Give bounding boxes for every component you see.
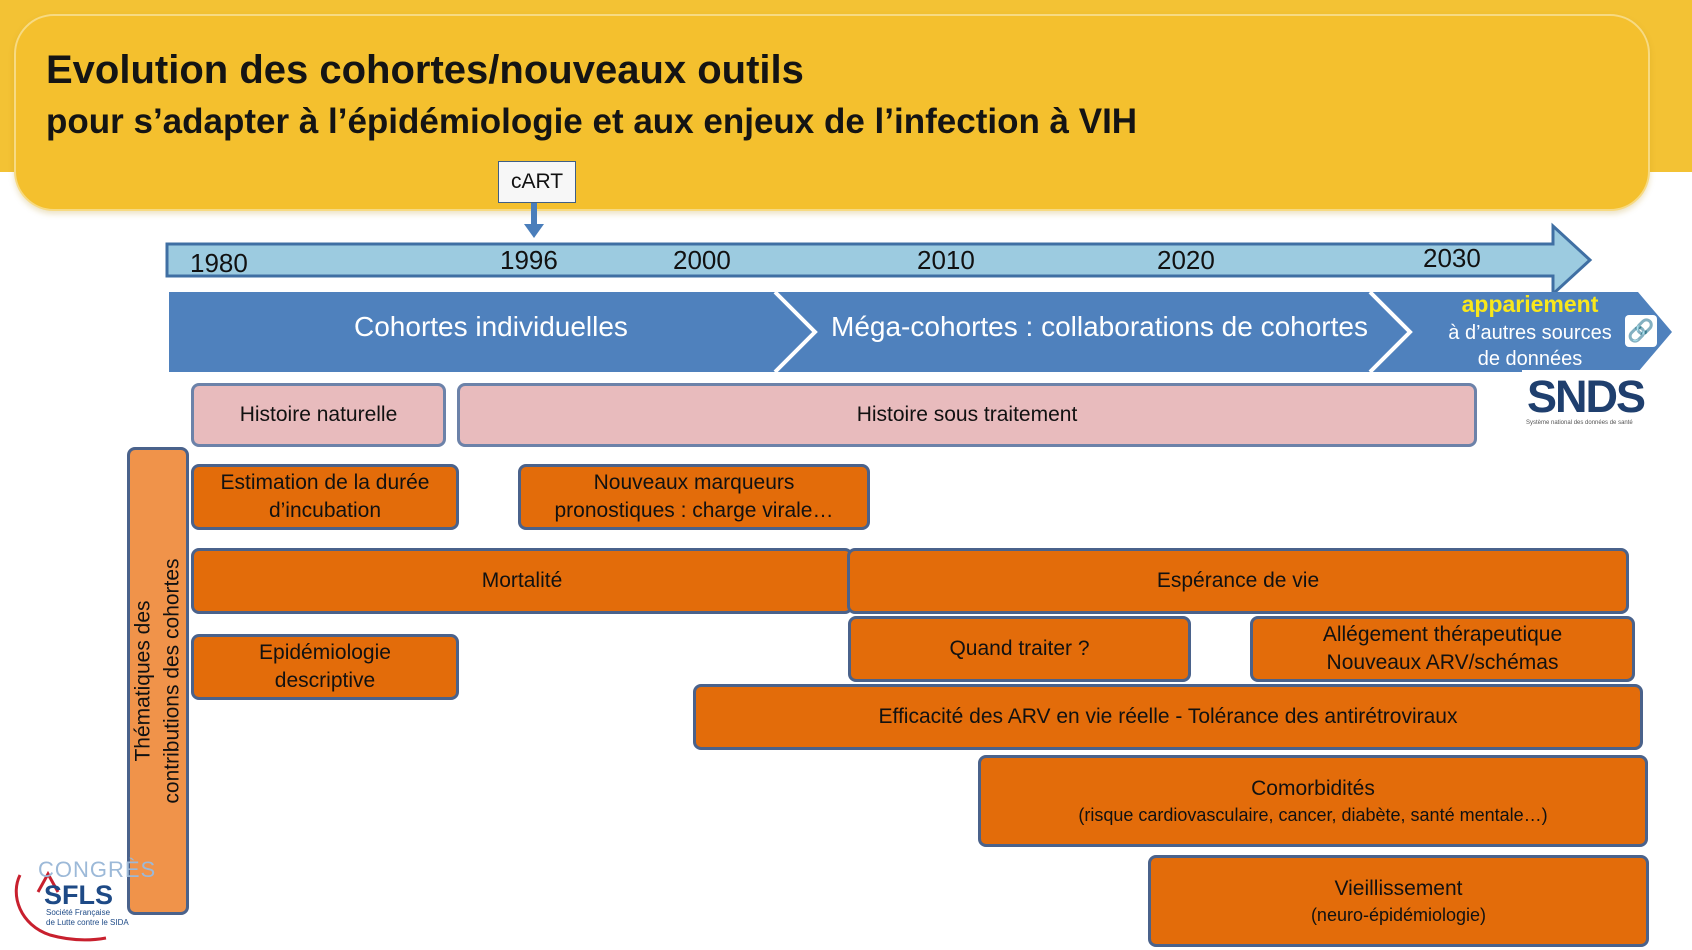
appariement-highlight: appariement <box>1461 291 1599 317</box>
year-2030: 2030 <box>1423 243 1481 273</box>
box-allegement-therapeutique: Allégement thérapeutique Nouveaux ARV/sc… <box>1250 616 1635 682</box>
box-quand-traiter-label: Quand traiter ? <box>949 636 1090 660</box>
year-2000: 2000 <box>673 245 731 275</box>
snds-logo-caption: Système national des données de santé <box>1526 420 1633 426</box>
phase-2-chevron <box>775 292 1410 372</box>
logo-sfls-subtitle: Société Française de Lutte contre le SID… <box>46 908 129 927</box>
link-icon: 🔗 <box>1625 315 1657 347</box>
box-esperance-de-vie: Espérance de vie <box>847 548 1629 614</box>
box-efficacite-label: Efficacité des ARV en vie réelle - Tolér… <box>878 704 1458 728</box>
box-esperance-label: Espérance de vie <box>1156 568 1320 592</box>
year-2010: 2010 <box>917 245 975 275</box>
box-efficacite-arv: Efficacité des ARV en vie réelle - Tolér… <box>693 684 1643 750</box>
timeline-arrow <box>165 222 1593 298</box>
ribbon-icon <box>14 874 107 942</box>
phase-3-line3: de données <box>1477 347 1583 370</box>
year-1980: 1980 <box>190 248 248 278</box>
box-mortalite-label: Mortalité <box>481 568 563 592</box>
box-vieillissement-title: Vieillissement <box>1334 876 1463 900</box>
box-estimation-line2: d’incubation <box>268 499 382 522</box>
header-panel <box>14 14 1650 211</box>
box-comorbidites-title: Comorbidités <box>1251 776 1375 800</box>
box-estimation-incubation: Estimation de la durée d’incubation <box>191 464 459 530</box>
box-vieillissement: Vieillissement (neuro-épidémiologie) <box>1148 855 1649 947</box>
box-vieillissement-sub: (neuro-épidémiologie) <box>1310 905 1487 926</box>
logo-congres-text: CONGRÈS <box>38 857 157 882</box>
box-marqueurs-line1: Nouveaux marqueurs <box>593 470 795 494</box>
box-epidemiologie-descriptive: Epidémiologie descriptive <box>191 634 459 700</box>
phase-3-line2: à d’autres sources <box>1448 321 1612 344</box>
phase-2-label: Méga-cohortes : collaborations de cohort… <box>831 311 1368 342</box>
snds-logo <box>1522 370 1642 430</box>
logo-sub-line1: Société Française <box>46 908 111 917</box>
logo-sub-line2: de Lutte contre le SIDA <box>46 917 129 927</box>
box-comorbidites: Comorbidités (risque cardiovasculaire, c… <box>978 755 1648 847</box>
box-histoire-traitement: Histoire sous traitement <box>457 383 1477 447</box>
phase-3-label: appariement à d’autres sources de donnée… <box>1430 290 1630 372</box>
phase-1-label: Cohortes individuelles <box>354 311 628 342</box>
page-subtitle: pour s’adapter à l’épidémiologie et aux … <box>46 102 1138 141</box>
page-title: Evolution des cohortes/nouveaux outils <box>46 48 804 92</box>
logo-sfls-text: SFLS <box>44 880 114 910</box>
box-epidemio-line2: descriptive <box>274 669 376 692</box>
themes-side-label-line1: Thématiques des <box>131 600 155 762</box>
box-marqueurs-line2: pronostiques : charge virale… <box>554 499 834 522</box>
cart-label: cART <box>498 161 576 203</box>
year-2020: 2020 <box>1157 245 1215 275</box>
box-comorbidites-sub: (risque cardiovasculaire, cancer, diabèt… <box>1078 805 1548 826</box>
box-estimation-line1: Estimation de la durée <box>220 470 430 494</box>
themes-side-box <box>127 447 189 915</box>
box-epidemio-line1: Epidémiologie <box>259 640 391 664</box>
snds-logo-text: SNDS <box>1527 371 1646 422</box>
box-histoire-naturelle: Histoire naturelle <box>191 383 446 447</box>
box-allegement-line2: Nouveaux ARV/schémas <box>1326 651 1559 674</box>
box-mortalite: Mortalité <box>191 548 853 614</box>
phase-3-chevron <box>1370 292 1672 372</box>
box-nouveaux-marqueurs: Nouveaux marqueurs pronostiques : charge… <box>518 464 870 530</box>
box-quand-traiter: Quand traiter ? <box>848 616 1191 682</box>
themes-side-label-line2: contributions des cohortes <box>161 558 184 804</box>
year-1996: 1996 <box>500 245 558 275</box>
themes-side-label: Thématiques des contributions des cohort… <box>129 451 188 911</box>
phase-1-chevron <box>169 292 815 372</box>
box-allegement-line1: Allégement thérapeutique <box>1322 622 1563 646</box>
